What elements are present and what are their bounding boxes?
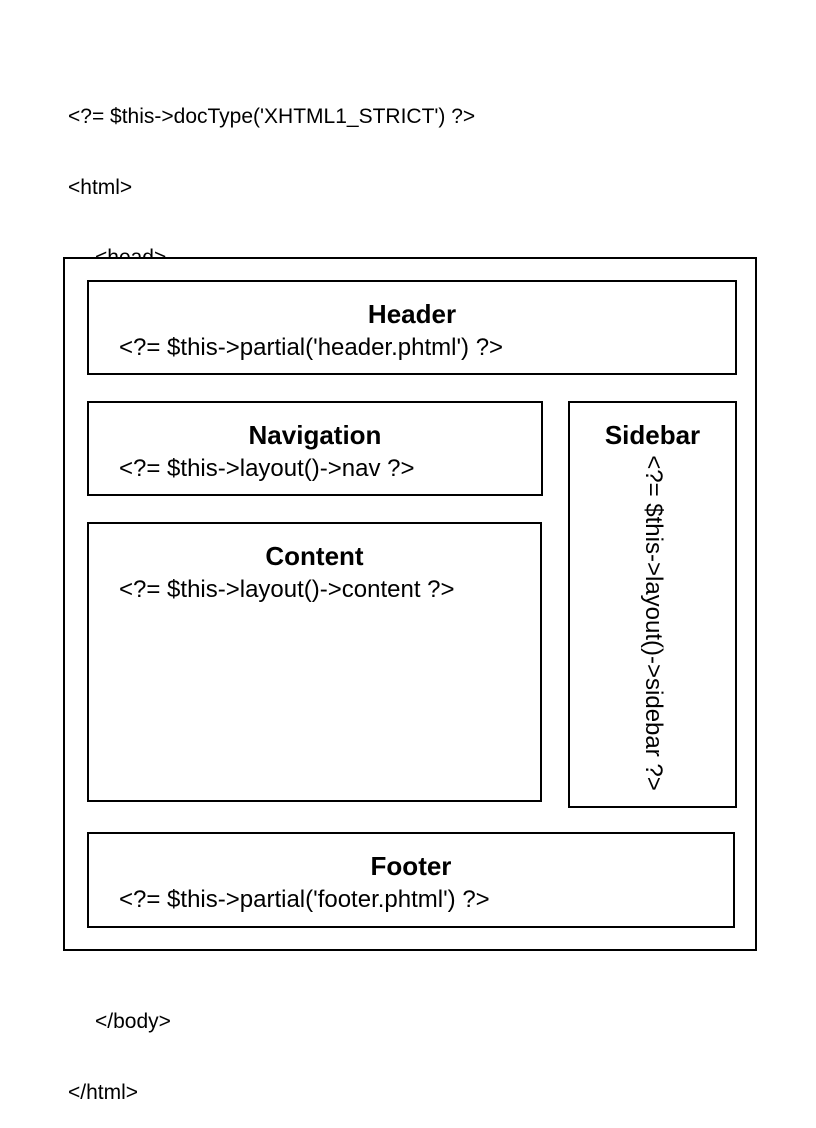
layout-script-closing-code: </body> </html> bbox=[68, 963, 171, 1128]
footer-box-code: <?= $this->partial('footer.phtml') ?> bbox=[119, 886, 490, 913]
sidebar-box: Sidebar <?= $this->layout()->sidebar ?> bbox=[568, 401, 737, 808]
content-box-code: <?= $this->layout()->content ?> bbox=[119, 576, 455, 603]
content-box: Content <?= $this->layout()->content ?> bbox=[87, 522, 542, 802]
code-line-html-close: </html> bbox=[68, 1080, 139, 1104]
navigation-box-title: Navigation bbox=[248, 420, 382, 450]
header-box: Header <?= $this->partial('header.phtml'… bbox=[87, 280, 737, 375]
body-outline-box: Header <?= $this->partial('header.phtml'… bbox=[63, 257, 757, 951]
content-box-title: Content bbox=[265, 541, 364, 571]
footer-box-title: Footer bbox=[370, 851, 452, 881]
sidebar-box-rotated-code-area: <?= $this->layout()->sidebar ?> bbox=[570, 455, 735, 791]
header-box-title: Header bbox=[367, 299, 457, 329]
navigation-box-code: <?= $this->layout()->nav ?> bbox=[119, 455, 415, 482]
code-line-doctype: <?= $this->docType('XHTML1_STRICT') ?> bbox=[68, 105, 476, 128]
navigation-box: Navigation <?= $this->layout()->nav ?> bbox=[87, 401, 543, 496]
header-box-code: <?= $this->partial('header.phtml') ?> bbox=[119, 334, 504, 361]
footer-box: Footer <?= $this->partial('footer.phtml'… bbox=[87, 832, 735, 928]
code-line-body-close: </body> bbox=[95, 1010, 171, 1033]
sidebar-box-title: Sidebar bbox=[604, 420, 701, 450]
code-line-html-open: <html> bbox=[68, 175, 133, 199]
sidebar-box-code: <?= $this->layout()->sidebar ?> bbox=[639, 455, 667, 791]
